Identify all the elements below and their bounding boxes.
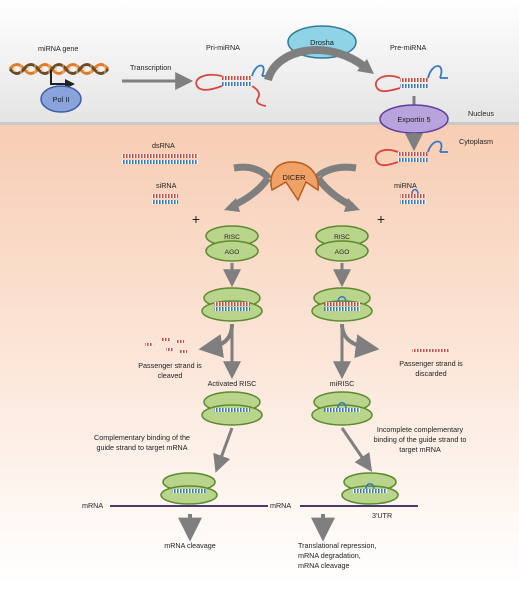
cytoplasm-label: Cytoplasm xyxy=(459,137,493,146)
cytoplasm-region xyxy=(0,124,519,584)
discarded-strand xyxy=(412,349,450,352)
exportin5-label: Exportin 5 xyxy=(397,115,430,124)
activated-risc xyxy=(201,391,263,426)
pre-mirna-cytoplasm xyxy=(374,140,448,167)
pol2-label: Pol II xyxy=(53,95,70,104)
arrow-left-binding xyxy=(213,427,234,473)
ago-label-left: AGO xyxy=(225,249,240,256)
loaded-risc-left xyxy=(201,287,263,322)
binding-right-line1: Incomplete complementary xyxy=(377,425,464,434)
risc-complex-left: RISC AGO xyxy=(205,225,259,262)
outcome-left: mRNA cleavage xyxy=(164,541,216,550)
dicer-label: DICER xyxy=(283,173,306,182)
pri-mirna-hairpin xyxy=(195,64,272,107)
target-complex-right xyxy=(341,472,399,505)
drosha-label: Drosha xyxy=(310,38,335,47)
dsrna-label: dsRNA xyxy=(152,141,175,150)
activated-risc-label: Activated RISC xyxy=(208,379,257,388)
mirisc-complex xyxy=(311,391,373,426)
loaded-risc-right xyxy=(311,287,373,322)
pre-mirna-hairpin xyxy=(375,65,448,93)
nucleus-label: Nucleus xyxy=(468,109,494,118)
plus-left: + xyxy=(192,211,200,227)
dicer-enzyme xyxy=(270,161,320,202)
mirna-gene-label: miRNA gene xyxy=(38,44,78,53)
binding-right-line3: target mRNA xyxy=(399,445,441,454)
mirisc-label: miRISC xyxy=(330,379,355,388)
utr-label: 3'UTR xyxy=(372,511,392,520)
outcome-right-line1: Translational repression, xyxy=(298,541,376,550)
risc-complex-right: RISC AGO xyxy=(315,225,369,262)
sirna-label: siRNA xyxy=(156,181,177,190)
binding-left-line1: Complementary binding of the xyxy=(94,433,190,442)
binding-right-line2: binding of the guide strand to xyxy=(374,435,467,444)
mirna-duplex xyxy=(400,188,426,204)
binding-left-line2: guide strand to target mRNA xyxy=(96,443,187,452)
drosha-cleavage-arrow xyxy=(264,46,369,82)
dna-helix xyxy=(8,63,110,75)
passenger-cleaved-line2: cleaved xyxy=(158,371,183,380)
risc-label-right: RISC xyxy=(334,234,350,241)
cleaved-fragments xyxy=(145,338,187,353)
mrna-left-label: mRNA xyxy=(82,501,103,510)
arrow-right-binding xyxy=(340,427,373,472)
ago-label-right: AGO xyxy=(335,249,350,256)
target-complex-left xyxy=(160,472,218,505)
risc-label-left: RISC xyxy=(224,234,240,241)
passenger-cleaved-line1: Passenger strand is xyxy=(138,361,202,370)
dsrna-duplex xyxy=(122,154,198,164)
sirna-duplex xyxy=(152,194,178,204)
nuclear-membrane xyxy=(0,122,519,125)
transcription-start-arrow xyxy=(50,70,75,89)
transcription-label: Transcription xyxy=(130,63,171,72)
passenger-discarded-line2: discarded xyxy=(415,369,446,378)
outcome-right-line2: mRNA degradation, xyxy=(298,551,361,560)
pri-mirna-label: Pri-miRNA xyxy=(206,43,240,52)
passenger-discarded-line1: Passenger strand is xyxy=(399,359,463,368)
pre-mirna-label: Pre-miRNA xyxy=(390,43,427,52)
outcome-right-line3: mRNA cleavage xyxy=(298,561,350,570)
plus-right: + xyxy=(377,211,385,227)
mrna-right-label: mRNA xyxy=(270,501,291,510)
mirna-label: miRNA xyxy=(394,181,417,190)
pol2-enzyme xyxy=(40,85,82,113)
